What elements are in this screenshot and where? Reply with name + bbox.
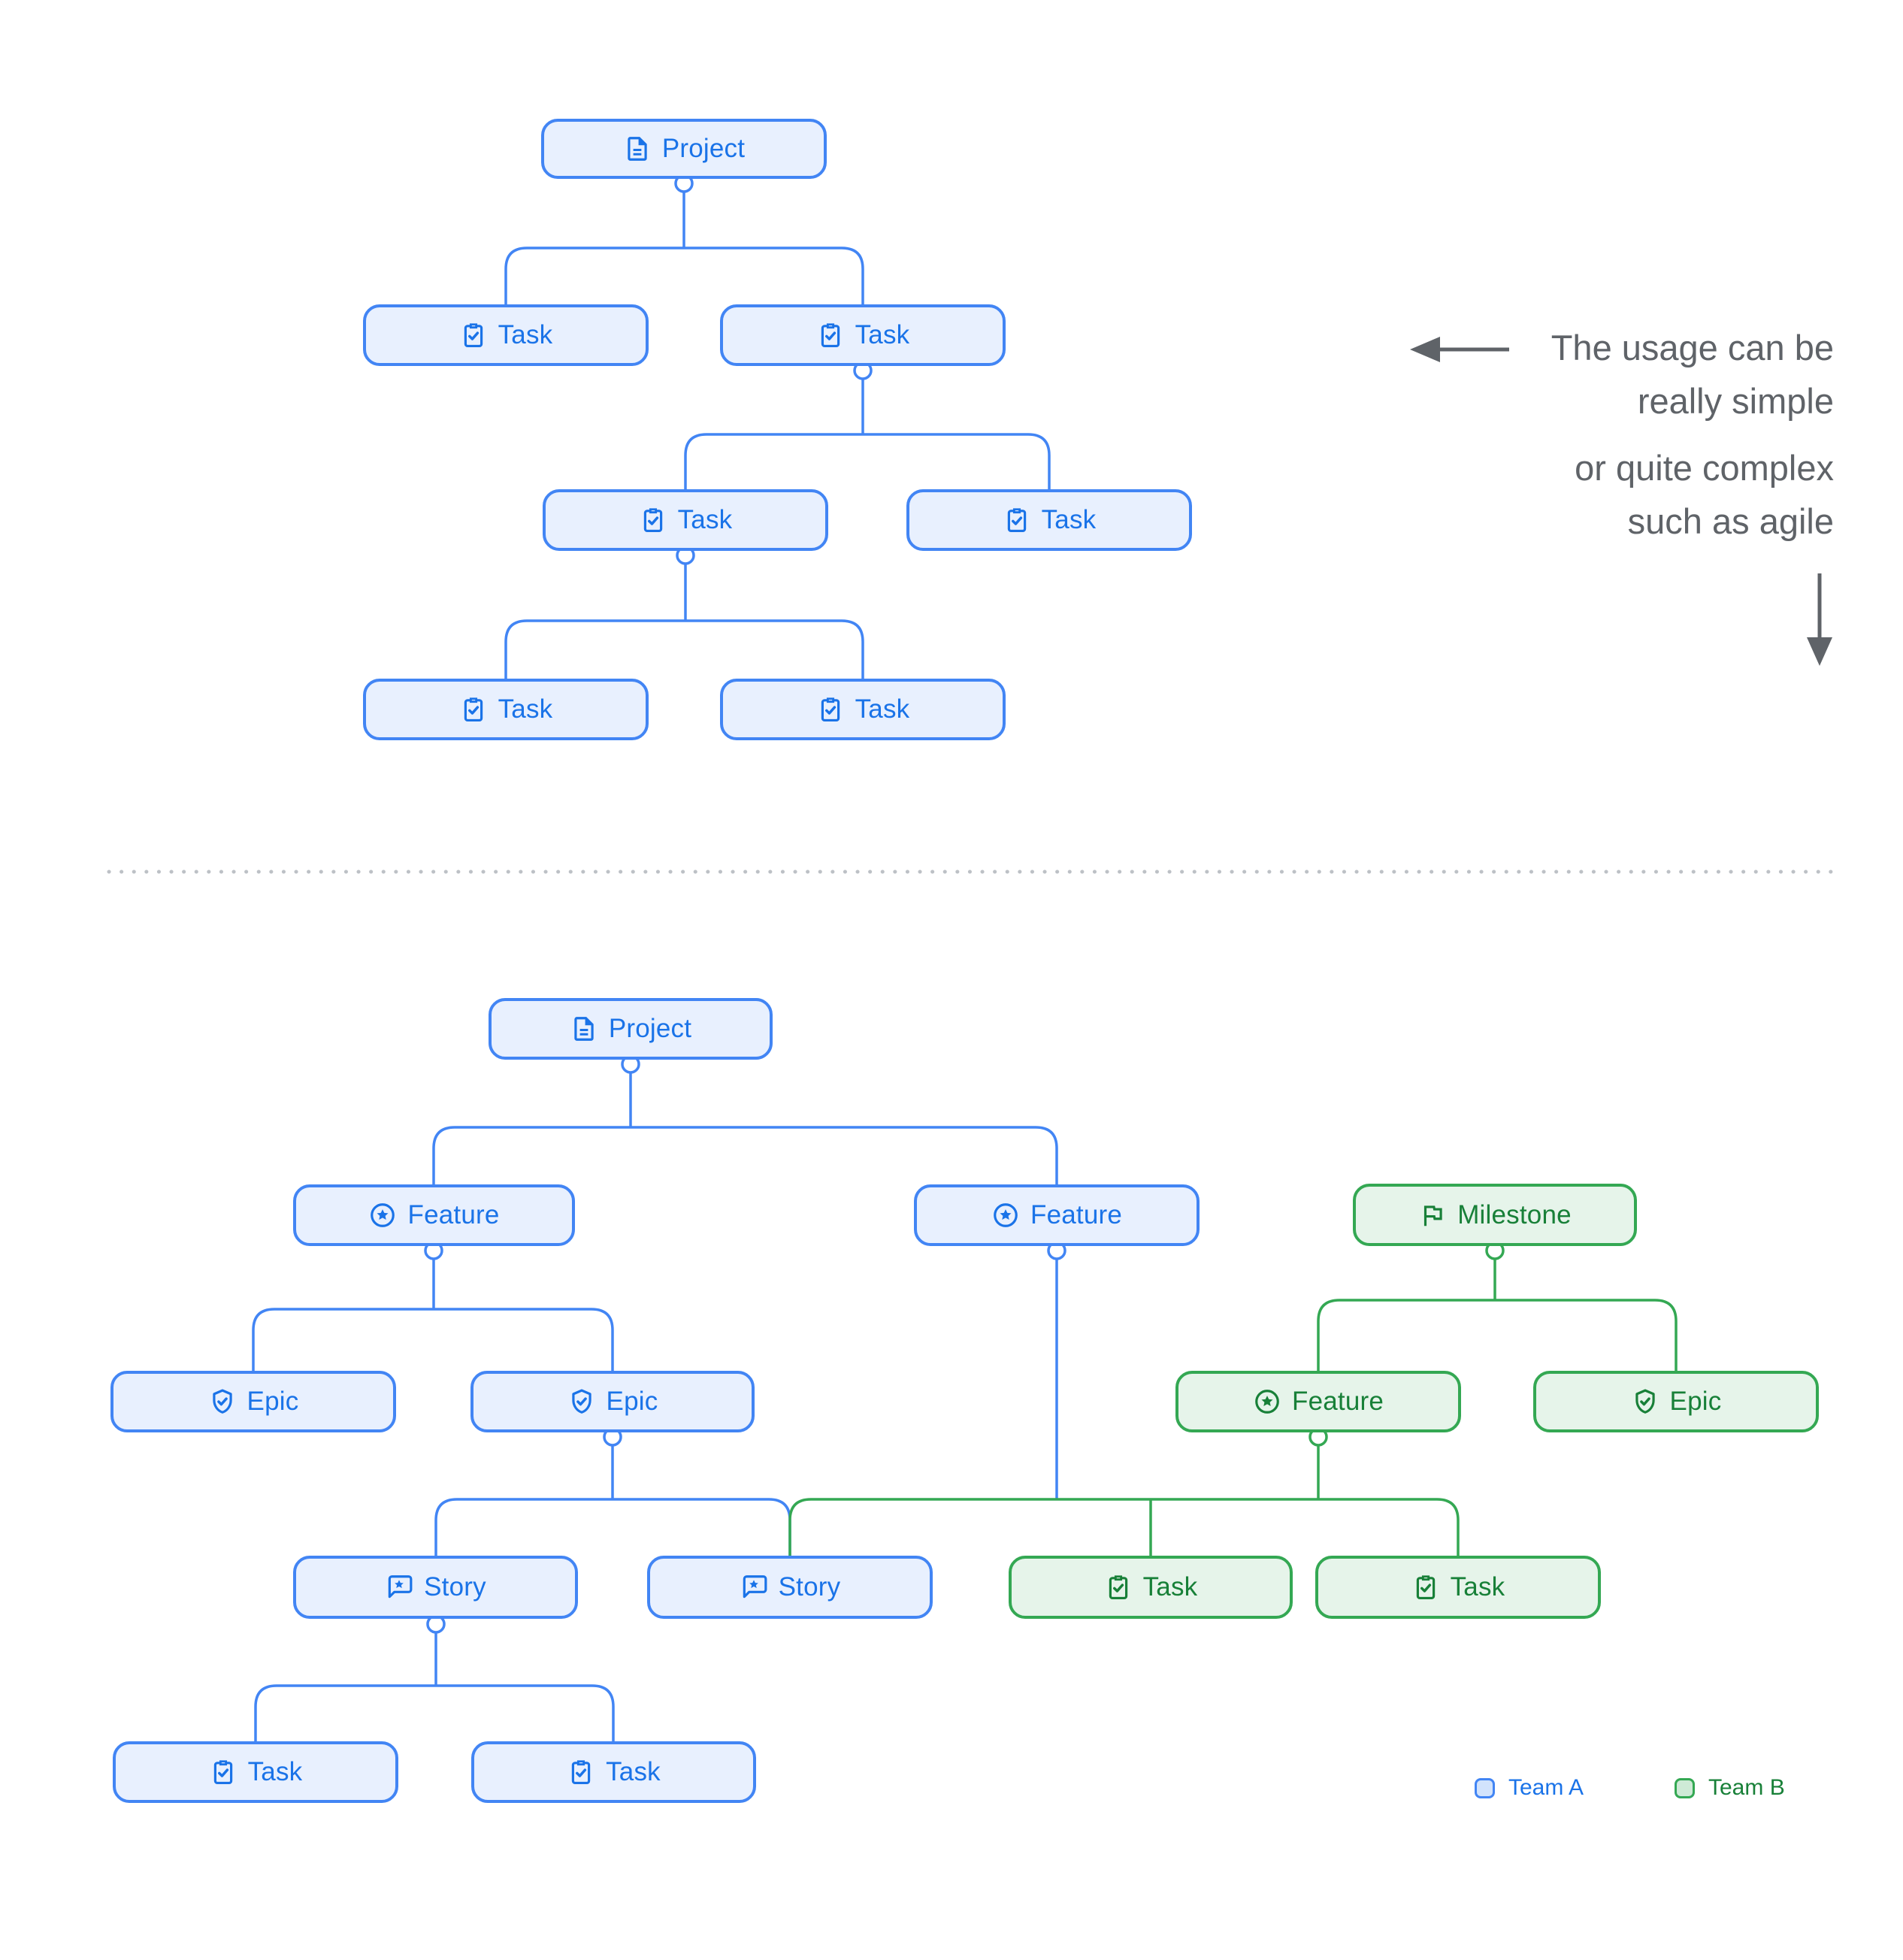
legend-team-b: Team B (1675, 1775, 1785, 1801)
task-check-icon (459, 695, 488, 724)
node-epic: Epic (470, 1371, 755, 1432)
shield-check-icon (1631, 1387, 1659, 1416)
node-story: Story (293, 1556, 578, 1619)
annotation-line: The usage can be (1551, 328, 1834, 368)
node-task: Task (363, 679, 649, 740)
task-check-icon (639, 506, 667, 534)
task-check-icon (816, 321, 845, 349)
node-project: Project (541, 119, 827, 179)
node-task: Task (1315, 1556, 1601, 1619)
node-label: Story (778, 1572, 841, 1602)
node-project: Project (489, 998, 773, 1060)
node-task: Task (543, 489, 828, 551)
node-label: Project (608, 1014, 692, 1043)
annotation-line: really simple (1637, 381, 1834, 421)
node-label: Task (855, 320, 910, 349)
story-bubble-icon (385, 1573, 413, 1602)
legend-label: Team A (1508, 1775, 1584, 1800)
node-label: Epic (1669, 1387, 1722, 1416)
annotation-line: such as agile (1627, 501, 1834, 541)
shield-check-icon (567, 1387, 596, 1416)
node-label: Epic (606, 1387, 658, 1416)
node-label: Task (498, 694, 553, 724)
annotation-line: or quite complex (1575, 448, 1834, 488)
node-label: Task (606, 1757, 661, 1786)
node-feature: Feature (914, 1184, 1200, 1246)
node-label: Milestone (1457, 1199, 1572, 1230)
node-label: Task (498, 320, 553, 349)
story-bubble-icon (740, 1573, 768, 1602)
task-check-icon (567, 1758, 595, 1786)
node-label: Task (677, 505, 733, 534)
star-circle-icon (368, 1201, 397, 1230)
star-circle-icon (991, 1201, 1020, 1230)
node-epic: Epic (1533, 1371, 1819, 1432)
document-icon (570, 1015, 598, 1043)
node-task: Task (720, 304, 1006, 366)
node-epic: Epic (110, 1371, 396, 1432)
node-label: Task (247, 1757, 303, 1786)
node-feature: Feature (293, 1184, 575, 1246)
node-milestone: Milestone (1353, 1184, 1637, 1246)
task-check-icon (816, 695, 845, 724)
annotation-complex: or quite complex such as agile (1308, 441, 1834, 548)
node-label: Story (424, 1572, 486, 1602)
node-task: Task (471, 1741, 756, 1803)
node-label: Feature (1291, 1387, 1384, 1416)
node-label: Feature (407, 1200, 500, 1230)
left-arrow-icon (1410, 337, 1509, 362)
node-label: Task (1450, 1572, 1505, 1602)
node-task: Task (363, 304, 649, 366)
node-label: Task (855, 694, 910, 724)
node-story: Story (647, 1556, 933, 1619)
star-circle-icon (1253, 1387, 1281, 1416)
node-task: Task (113, 1741, 398, 1803)
flag-icon (1418, 1201, 1447, 1230)
annotation-simple: The usage can be really simple (1308, 321, 1834, 428)
node-task: Task (1009, 1556, 1293, 1619)
node-feature: Feature (1175, 1371, 1461, 1432)
down-arrow-icon (1807, 573, 1832, 666)
node-label: Task (1142, 1572, 1198, 1602)
node-task: Task (720, 679, 1006, 740)
node-label: Project (661, 134, 746, 163)
node-label: Task (1041, 505, 1097, 534)
node-label: Feature (1030, 1200, 1123, 1230)
shield-check-icon (208, 1387, 237, 1416)
team-b-swatch-icon (1675, 1777, 1695, 1798)
team-a-swatch-icon (1475, 1777, 1495, 1798)
task-check-icon (1104, 1573, 1133, 1602)
legend-label: Team B (1708, 1775, 1785, 1800)
task-check-icon (1411, 1573, 1440, 1602)
legend-team-a: Team A (1475, 1775, 1584, 1801)
task-check-icon (1003, 506, 1031, 534)
document-icon (623, 135, 652, 163)
node-label: Epic (247, 1387, 299, 1416)
task-check-icon (459, 321, 488, 349)
node-task: Task (906, 489, 1192, 551)
task-check-icon (209, 1758, 237, 1786)
